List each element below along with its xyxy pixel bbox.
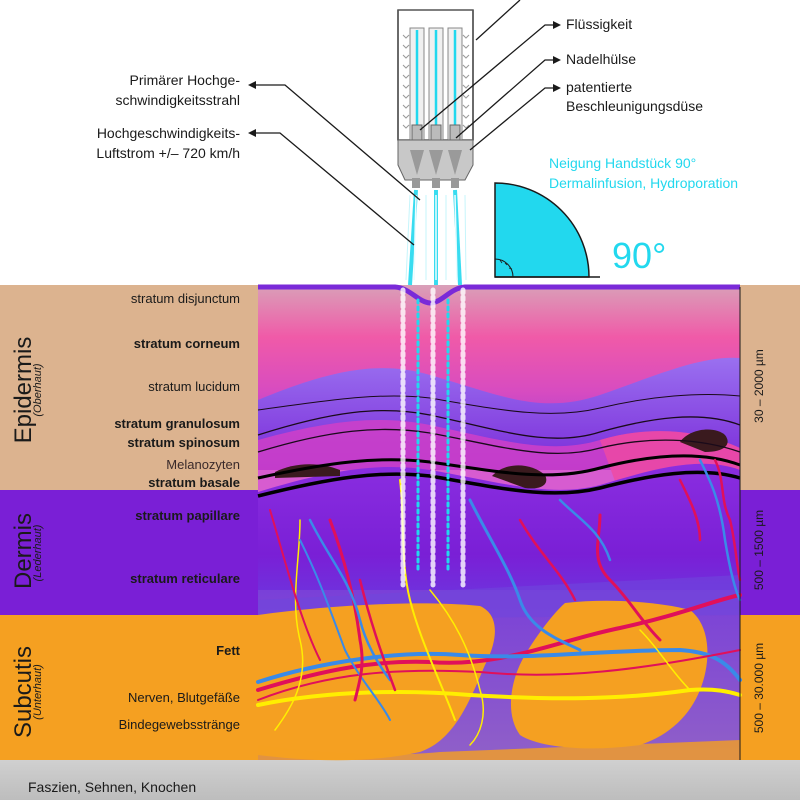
label-airflow-1: Hochgeschwindigkeits-: [96, 125, 240, 141]
subcutis-scale-band: [740, 615, 800, 760]
handpiece: [397, 9, 474, 188]
label-fett: Fett: [216, 643, 240, 658]
label-spinosum: stratum spinosum: [127, 435, 240, 450]
footer-label: Faszien, Sehnen, Knochen: [28, 779, 197, 795]
base-band: [0, 760, 800, 800]
label-jet-1: Primärer Hochge-: [129, 72, 240, 88]
angle-line-2: Dermalinfusion, Hydroporation: [549, 175, 739, 191]
label-nozzle-1: patentierte: [566, 79, 633, 95]
label-basale: stratum basale: [148, 475, 240, 490]
label-granulosum: stratum granulosum: [114, 416, 240, 431]
range-dermis: 500 – 1500 µm: [752, 509, 766, 591]
label-binde: Bindegewebsstränge: [118, 717, 240, 732]
label-lucidum: stratum lucidum: [148, 379, 240, 394]
epidermis-scale-band: [740, 285, 800, 490]
label-reticulare: stratum reticulare: [130, 571, 240, 586]
range-epidermis: 30 – 2000 µm: [752, 349, 766, 423]
layer-subcutis-sub: (Unterhaut): [32, 664, 44, 720]
label-jet-2: schwindigkeitsstrahl: [115, 92, 241, 108]
label-melanozyten: Melanozyten: [166, 457, 240, 472]
label-papillare: stratum papillare: [135, 508, 240, 523]
label-airflow-2: Luftstrom +/– 720 km/h: [96, 145, 240, 161]
label-disjunctum: stratum disjunctum: [130, 291, 240, 306]
angle-line-1: Neigung Handstück 90°: [549, 155, 697, 171]
subcutis-band: [0, 615, 258, 760]
layer-dermis-sub: (Lederhaut): [32, 524, 44, 582]
dermis-scale-band: [740, 490, 800, 615]
epidermis-band: [0, 285, 258, 490]
label-nerven: Nerven, Blutgefäße: [127, 690, 240, 705]
label-nozzle-2: Beschleunigungsdüse: [566, 98, 703, 114]
dermis-band: [0, 490, 258, 615]
label-corneum: stratum corneum: [133, 336, 240, 351]
range-subcutis: 500 – 30.000 µm: [752, 642, 766, 734]
label-needle-sleeve: Nadelhülse: [566, 51, 637, 67]
label-liquid: Flüssigkeit: [566, 16, 633, 32]
angle-indicator: [494, 182, 600, 278]
angle-value: 90°: [612, 235, 667, 276]
layer-epidermis-sub: (Oberhaut): [32, 363, 44, 417]
